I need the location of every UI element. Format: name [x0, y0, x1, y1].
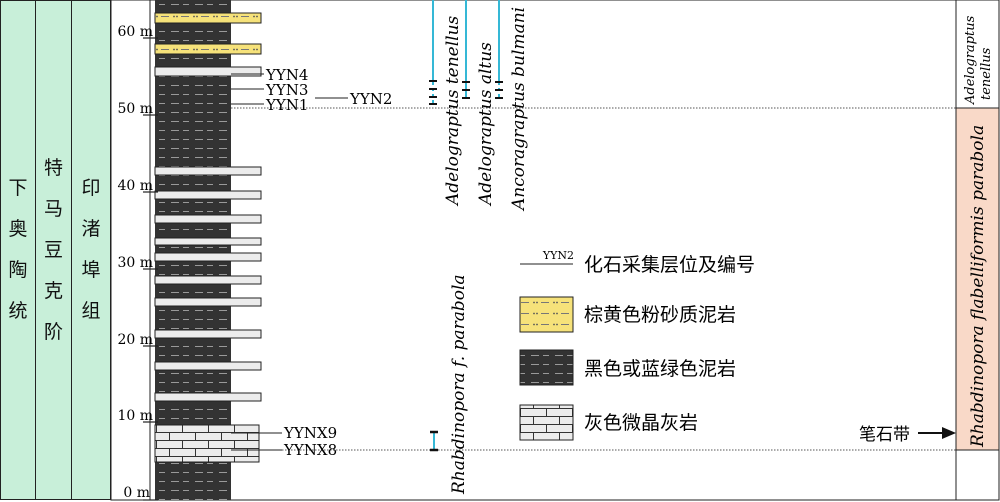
column-char: 克: [43, 279, 63, 302]
column-char: 统: [8, 300, 28, 322]
zone-arrow-label: 笔石带: [859, 425, 910, 445]
column-char: 奥: [8, 218, 28, 240]
depth-label: 30 m: [117, 255, 153, 271]
legend-sample-key: YYN2: [542, 249, 574, 262]
depth-label: 50 m: [117, 101, 153, 117]
sample-yyn4: YYN4: [265, 66, 308, 84]
legend-siltstone-label: 棕黄色粉砂质泥岩: [584, 304, 736, 326]
arrow-right-icon: [942, 427, 956, 439]
depth-label: 10 m: [117, 408, 153, 424]
limestone-bed: [154, 297, 262, 307]
column-char: 组: [81, 300, 101, 322]
column-char: 陶: [8, 259, 28, 281]
column-char: 阶: [43, 320, 63, 343]
siltstone-bed: [154, 43, 262, 55]
zone-lower-label: Rhabdinopora flabelliformis parabola: [968, 125, 988, 448]
formation-column: 印渚埠组: [71, 0, 111, 500]
legend-mudstone-label: 黑色或蓝绿色泥岩: [584, 358, 736, 380]
sample-yynx8: YYNX8: [283, 441, 337, 459]
series-column: 下奥陶统: [0, 0, 36, 500]
zone-base-box: [955, 449, 1000, 501]
column-char: 印: [81, 177, 101, 199]
legend-siltstone-swatch: [519, 296, 574, 333]
depth-label: 20 m: [117, 332, 153, 348]
limestone-bed-upper: [154, 66, 262, 77]
species-bulmani: Ancoragraptus bulmani: [509, 7, 529, 212]
limestone-bed: [154, 361, 262, 371]
formation-label: 印渚埠组: [72, 1, 110, 499]
mudstone-base: [155, 0, 231, 500]
depth-label: 0 m: [123, 485, 150, 501]
column-char: 渚: [81, 218, 101, 240]
depth-scale: 0 m 10 m 20 m 30 m 40 m 50 m 60 m: [117, 0, 158, 501]
species-tenellus: Adelograptus tenellus: [443, 15, 463, 207]
series-label: 下奥陶统: [1, 1, 35, 499]
siltstone-bed: [154, 12, 262, 24]
limestone-bed-lower: [154, 424, 260, 463]
limestone-bed: [154, 252, 262, 262]
zone-column: Adelograptus tenellus Rhabdinopora flabe…: [955, 0, 1000, 501]
zone-upper-label-line1: Adelograptus: [963, 15, 978, 105]
depth-label: 60 m: [117, 24, 153, 40]
legend-limestone-swatch: [519, 404, 574, 441]
limestone-bed: [154, 166, 262, 176]
sample-yyn1: YYN1: [265, 96, 308, 114]
zone-upper-box: [955, 0, 1000, 109]
sample-yynx9: YYNX9: [283, 424, 337, 442]
stage-label: 特马豆克阶: [36, 1, 71, 499]
limestone-bed: [154, 214, 262, 224]
sample-labels: YYN4 YYN3 YYN1 YYN2 YYNX9 YYNX8: [231, 66, 392, 459]
limestone-bed: [154, 190, 262, 200]
legend-mudstone-swatch: [519, 349, 574, 386]
limestone-bed: [154, 237, 262, 246]
species-altus: Adelograptus altus: [476, 42, 496, 207]
range-bars: [429, 0, 503, 452]
limestone-bed: [154, 275, 262, 285]
legend-sample-label: 化石采集层位及编号: [584, 254, 755, 276]
zone-arrow: 笔石带: [859, 425, 956, 445]
column-char: 豆: [43, 238, 63, 261]
legend: YYN2 化石采集层位及编号 棕黄色粉砂质泥岩 黑色或蓝绿色泥岩 灰色微晶灰岩: [519, 249, 755, 441]
sample-yyn2: YYN2: [349, 90, 392, 108]
column-char: 下: [8, 177, 28, 199]
legend-limestone-label: 灰色微晶灰岩: [584, 412, 698, 434]
lithology-column: [154, 0, 262, 500]
species-rhabdinopora: Rhabdinopora f. parabola: [449, 274, 469, 495]
sample-yyn3: YYN3: [265, 81, 308, 99]
column-char: 埠: [81, 259, 101, 281]
species-labels: Adelograptus tenellus Adelograptus altus…: [443, 7, 529, 495]
column-char: 特: [43, 156, 63, 179]
stage-column: 特马豆克阶: [35, 0, 72, 500]
zone-upper-label-line2: tenellus: [979, 47, 994, 100]
limestone-bed: [154, 329, 262, 339]
column-char: 马: [43, 197, 63, 220]
limestone-bed: [154, 392, 262, 402]
depth-label: 40 m: [117, 178, 153, 194]
